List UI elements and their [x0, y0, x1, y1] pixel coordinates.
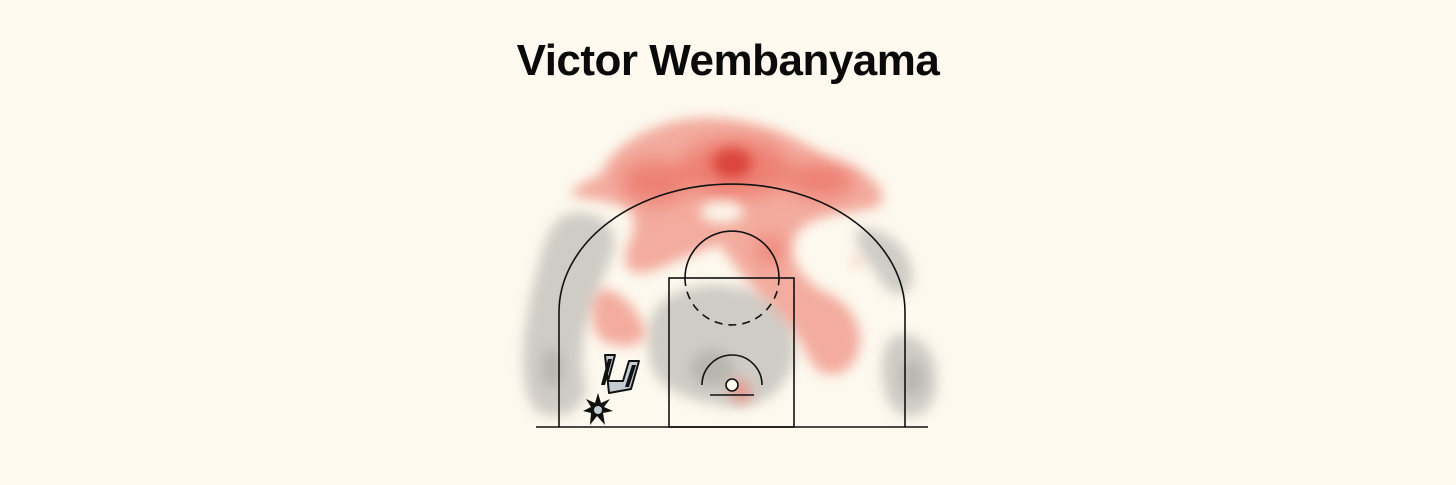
hot-zone-dot — [852, 258, 860, 266]
free-throw-circle-bottom — [684, 277, 780, 326]
hot-mid-right — [785, 162, 855, 198]
cold-core-right — [901, 360, 923, 396]
paint — [668, 277, 795, 428]
page-title: Victor Wembanyama — [516, 36, 940, 85]
cold-cores — [542, 348, 923, 396]
hot-gaps — [700, 201, 744, 223]
free-throw-circle-top — [684, 230, 780, 279]
cold-zone-paint — [647, 285, 795, 407]
cold-core-rim — [690, 350, 734, 386]
hot-core — [712, 148, 752, 178]
cold-zone-right-wing — [856, 227, 913, 295]
hoop — [725, 378, 739, 392]
hot-mid-left — [620, 160, 690, 204]
hot-zone-left-elbow — [592, 289, 646, 346]
restricted-area — [701, 354, 763, 386]
hot-core-top — [712, 148, 752, 178]
spurs-logo-icon — [583, 354, 640, 425]
hot-gap-top-key — [700, 201, 744, 223]
cold-core-left — [542, 348, 562, 388]
three-point-arc — [558, 183, 906, 313]
court-lines — [536, 183, 928, 428]
